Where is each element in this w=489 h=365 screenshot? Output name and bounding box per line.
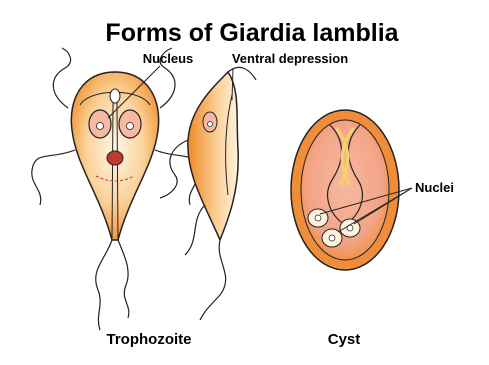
median-body <box>107 151 123 165</box>
nucleolus <box>329 235 335 241</box>
nucleolus <box>97 123 104 130</box>
diagram-title: Forms of Giardia lamblia <box>105 19 399 47</box>
flagellum <box>118 240 129 318</box>
cyst-drawing <box>291 110 399 270</box>
nucleolus <box>127 123 134 130</box>
side-body <box>188 72 238 240</box>
flagellum <box>160 140 188 198</box>
flagellum <box>96 240 112 330</box>
nucleolus <box>315 215 321 221</box>
nucleolus <box>208 122 213 127</box>
trophozoite-label: Trophozoite <box>107 331 192 348</box>
flagellum <box>53 48 70 108</box>
flagellum <box>185 205 205 255</box>
flagellum <box>32 150 75 205</box>
nucleus-label: Nucleus <box>143 51 194 66</box>
ventral-depression-label: Ventral depression <box>232 51 348 66</box>
cyst-label: Cyst <box>328 331 361 348</box>
basal-body <box>110 89 120 103</box>
nuclei-label: Nuclei <box>415 180 454 195</box>
flagellum <box>200 240 226 320</box>
trophozoite-side-view <box>160 67 256 320</box>
